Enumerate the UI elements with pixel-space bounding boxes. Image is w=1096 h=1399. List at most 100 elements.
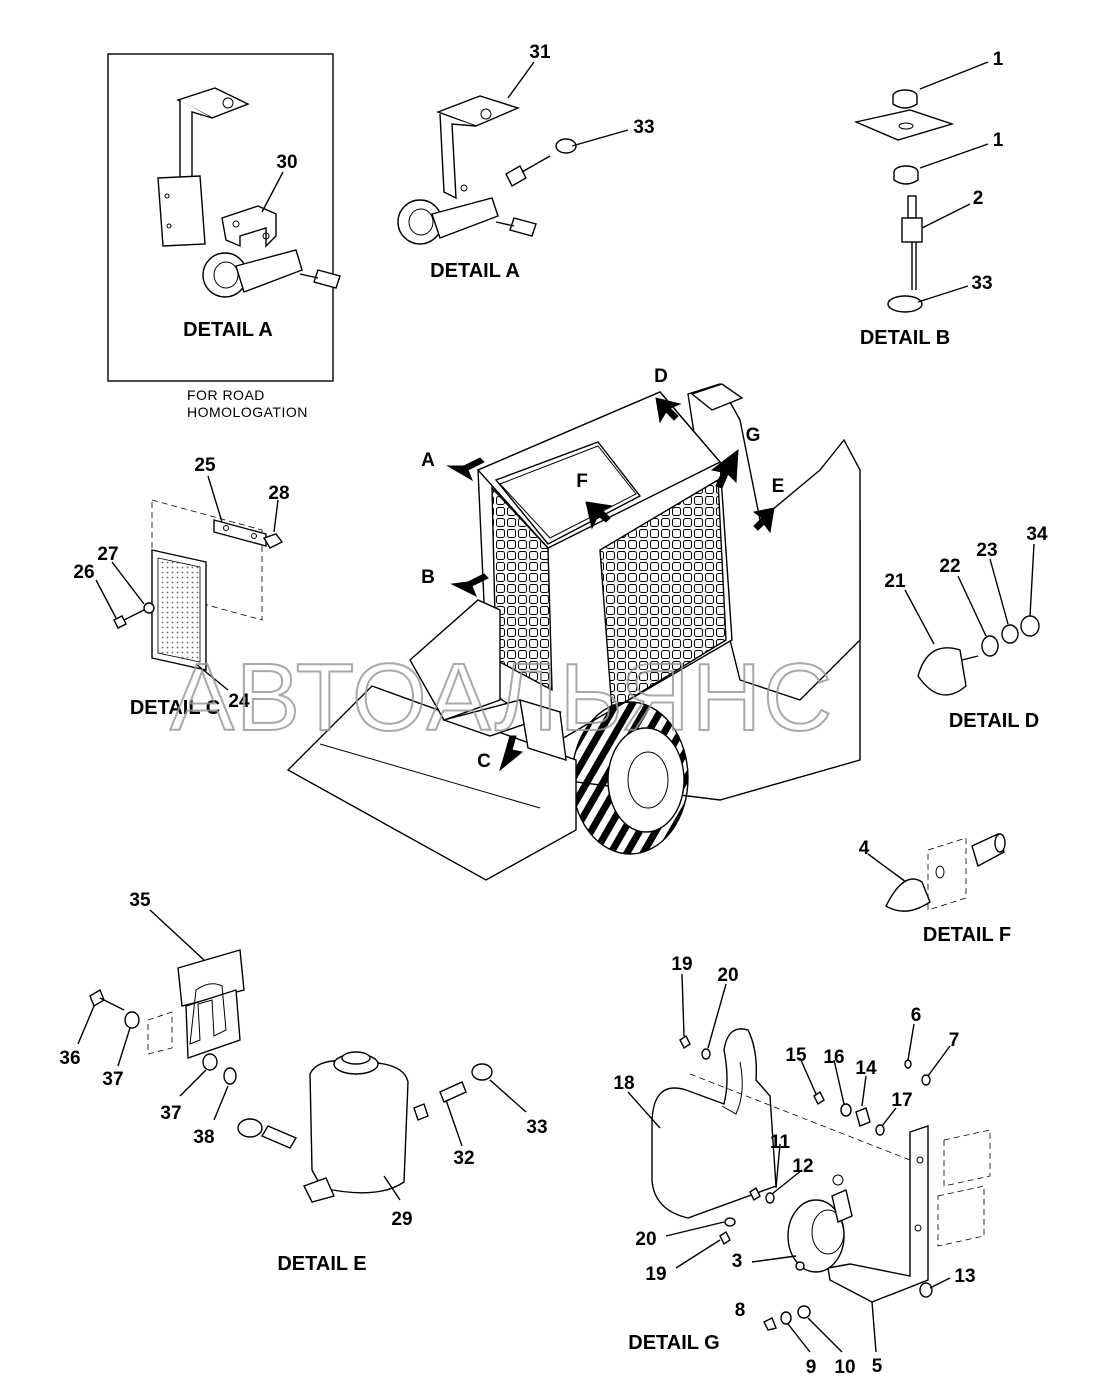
leader-11: [775, 1143, 781, 1189]
plug-21-drawing: [917, 647, 967, 696]
leader-1b: [919, 143, 989, 169]
leader-14: [861, 1075, 867, 1107]
skid-steer-loader-drawing: [286, 383, 861, 881]
leader-19b: [675, 1239, 721, 1269]
horn-3-drawing: [787, 1174, 853, 1273]
homologation-frame: [107, 53, 334, 382]
part-number-15: 15: [785, 1045, 807, 1066]
leader-15: [799, 1057, 817, 1095]
part-number-1a: 1: [993, 49, 1004, 70]
part-number-23: 23: [976, 540, 997, 561]
plate-25-drawing: [213, 519, 267, 547]
leader-21: [904, 589, 935, 645]
leader-19a: [681, 973, 685, 1037]
callout-F: F: [576, 471, 588, 492]
part-number-1b: 1: [993, 130, 1004, 151]
part-number-31: 31: [529, 42, 551, 63]
part-number-29: 29: [391, 1209, 412, 1230]
leader-10: [807, 1317, 843, 1353]
part-number-28: 28: [268, 483, 289, 504]
part-number-21: 21: [884, 571, 906, 592]
detail-d-group: 21 22 23 34 DETAIL D: [884, 524, 1048, 732]
screw-26-drawing: [113, 609, 145, 629]
part-number-20b: 20: [635, 1229, 656, 1250]
clamp-33-drawing: [887, 295, 923, 313]
detail-c-group: 25 28 27 26 24 DETAIL C: [73, 455, 289, 719]
part-number-33a: 33: [633, 117, 654, 138]
part-number-30: 30: [276, 152, 297, 173]
part-number-12: 12: [792, 1156, 813, 1177]
part-number-6: 6: [911, 1005, 922, 1026]
reflector-24-drawing: [151, 549, 207, 671]
part-number-34: 34: [1026, 524, 1048, 545]
leader-17: [881, 1107, 897, 1127]
leader-4: [867, 853, 907, 883]
part-number-38: 38: [193, 1127, 214, 1148]
leader-23: [989, 558, 1009, 625]
part-30-bracket-drawing: [221, 205, 277, 248]
detail-g-group: 19 20 18 15 16 14 17 6 7 11 12 20 19 3 1…: [613, 954, 991, 1378]
part-number-3: 3: [732, 1251, 743, 1272]
reservoir-29-drawing: [303, 1051, 409, 1203]
bracket-5-drawing: [827, 1125, 929, 1303]
bolt-36-drawing: [89, 988, 125, 1011]
callout-B: B: [421, 567, 435, 588]
leader-16: [833, 1059, 845, 1105]
leader-20a: [707, 983, 727, 1049]
part-number-32: 32: [453, 1148, 474, 1169]
leader-7: [927, 1045, 951, 1077]
leader-18: [627, 1091, 661, 1129]
detail-e-title: DETAIL E: [277, 1253, 366, 1275]
part-number-19a: 19: [671, 954, 692, 975]
washer-23-drawing: [1001, 624, 1019, 644]
detail-d-title: DETAIL D: [949, 710, 1039, 732]
grommet-34-drawing: [1020, 615, 1040, 637]
detail-a-road-homologation-group: 30 DETAIL A FOR ROAD HOMOLOGATION: [107, 53, 341, 420]
fasteners-drawing: [679, 1034, 933, 1331]
part-number-7: 7: [949, 1030, 960, 1051]
part-number-20a: 20: [717, 965, 738, 986]
watermark: АВТОАЛЬЯНС: [170, 644, 834, 751]
callout-E: E: [772, 476, 785, 497]
part-number-11: 11: [770, 1132, 791, 1153]
detail-f-group: 4 DETAIL F: [859, 833, 1011, 946]
leader-33c: [489, 1079, 527, 1113]
sensor-2-drawing: [901, 195, 923, 290]
leader-27: [111, 561, 145, 605]
leader-6: [907, 1023, 915, 1061]
callout-D: D: [654, 366, 668, 387]
part-number-13: 13: [954, 1266, 975, 1287]
horn-drawing: [202, 249, 341, 298]
detail-a-boxed-title: DETAIL A: [183, 319, 273, 341]
detail-e-group: 35 36 37 37 38 32 33 29 DETAIL E: [59, 890, 547, 1275]
leader-29: [383, 1175, 401, 1201]
leader-28: [273, 499, 279, 533]
part-number-26: 26: [73, 562, 94, 583]
part-number-35: 35: [129, 890, 151, 911]
callout-G: G: [746, 425, 761, 446]
sleeve-drawing: [971, 833, 1006, 868]
washer-27-drawing: [143, 602, 155, 614]
mounting-panel-outline: [151, 499, 263, 621]
part-number-5: 5: [872, 1356, 883, 1377]
part-number-9: 9: [806, 1357, 817, 1378]
connector-drawing: [505, 138, 577, 187]
leader-33a: [571, 129, 629, 147]
detail-b-group: 1 1 2 33 DETAIL B: [853, 49, 1004, 349]
leader-5: [871, 1301, 877, 1353]
nut-1b-drawing: [893, 165, 919, 185]
leader-24: [195, 663, 229, 691]
part-number-14: 14: [855, 1058, 877, 1079]
leader-9: [787, 1323, 811, 1353]
leader-26: [95, 579, 117, 619]
part-number-36: 36: [59, 1048, 80, 1069]
leader-22: [957, 575, 987, 637]
leader-25: [207, 475, 223, 523]
leader-32: [445, 1099, 463, 1147]
washer-37a-drawing: [124, 1011, 140, 1029]
part-number-37a: 37: [102, 1069, 123, 1090]
hose-drawing: [237, 1118, 298, 1149]
leader-35: [149, 909, 205, 961]
leader-37b: [179, 1069, 207, 1097]
